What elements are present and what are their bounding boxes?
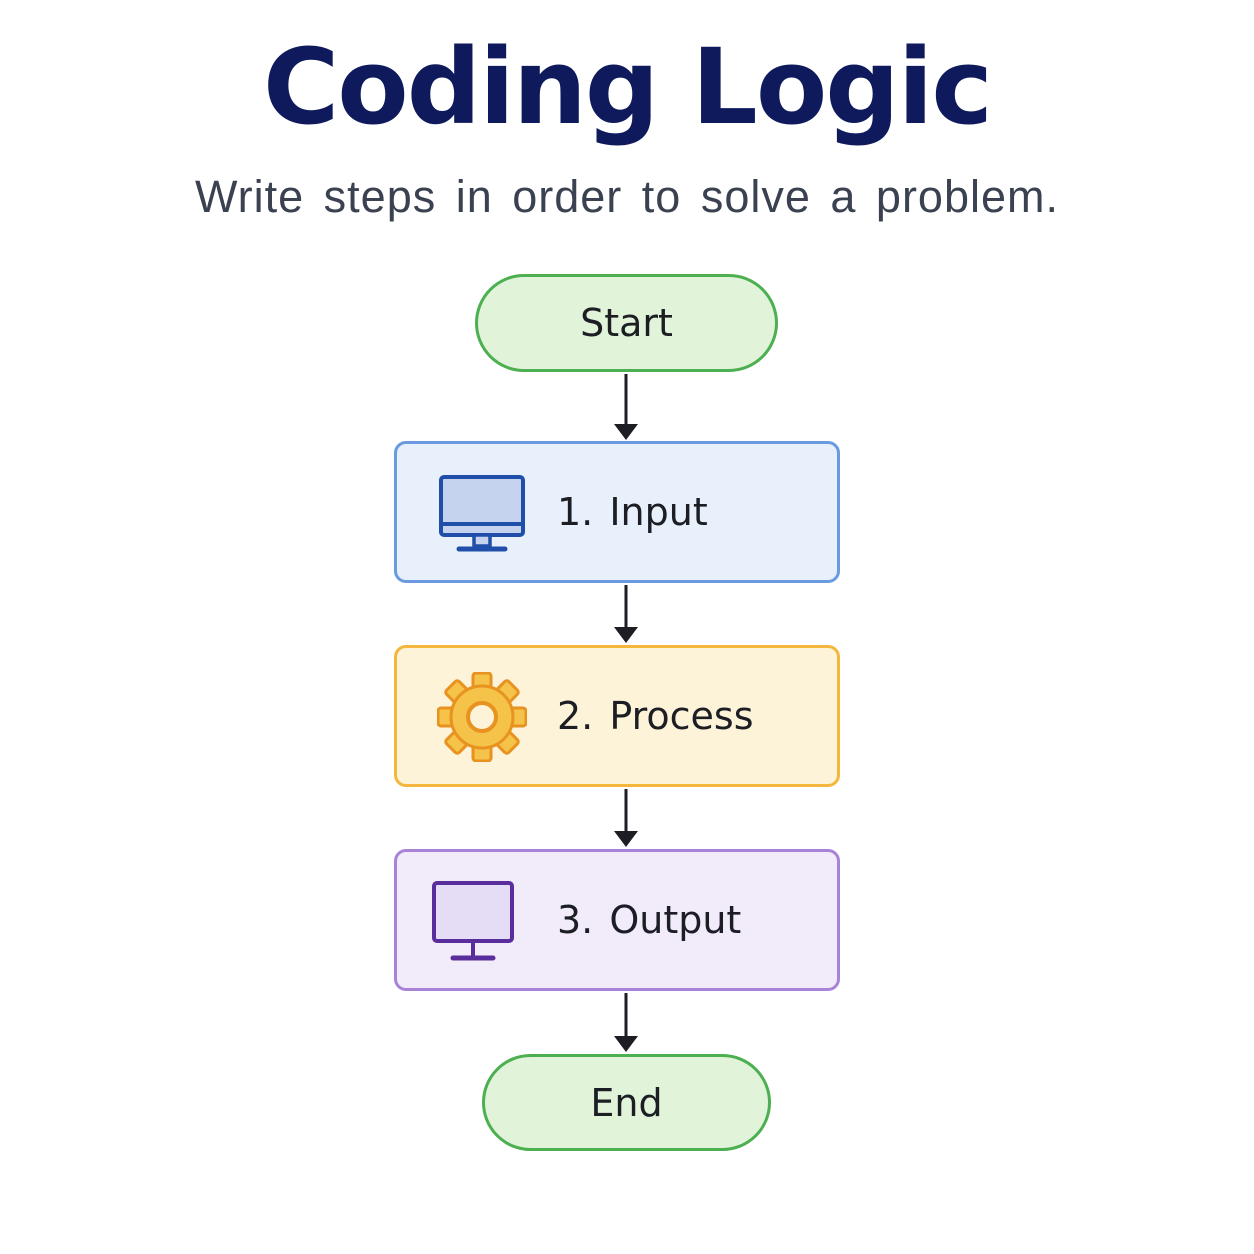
step-process: 2. Process xyxy=(394,645,840,787)
page-subtitle: Write steps in order to solve a problem. xyxy=(194,171,1059,222)
start-label: Start xyxy=(580,301,673,345)
arrow-input-to-process xyxy=(614,585,638,643)
end-node: End xyxy=(482,1054,771,1151)
step-output: 3. Output xyxy=(394,849,840,991)
step-input: 1. Input xyxy=(394,441,840,583)
arrow-start-to-input xyxy=(614,374,638,440)
monitor-icon xyxy=(439,475,525,552)
start-node: Start xyxy=(475,274,778,372)
step-input-label: 1. Input xyxy=(557,490,708,534)
arrow-output-to-end xyxy=(614,993,638,1052)
step-process-label: 2. Process xyxy=(557,694,754,738)
arrow-process-to-output xyxy=(614,789,638,847)
step-output-label: 3. Output xyxy=(557,898,742,942)
page-title: Coding Logic xyxy=(262,26,993,148)
end-label: End xyxy=(590,1080,663,1125)
gear-icon xyxy=(437,672,527,762)
monitor-icon xyxy=(432,881,514,961)
